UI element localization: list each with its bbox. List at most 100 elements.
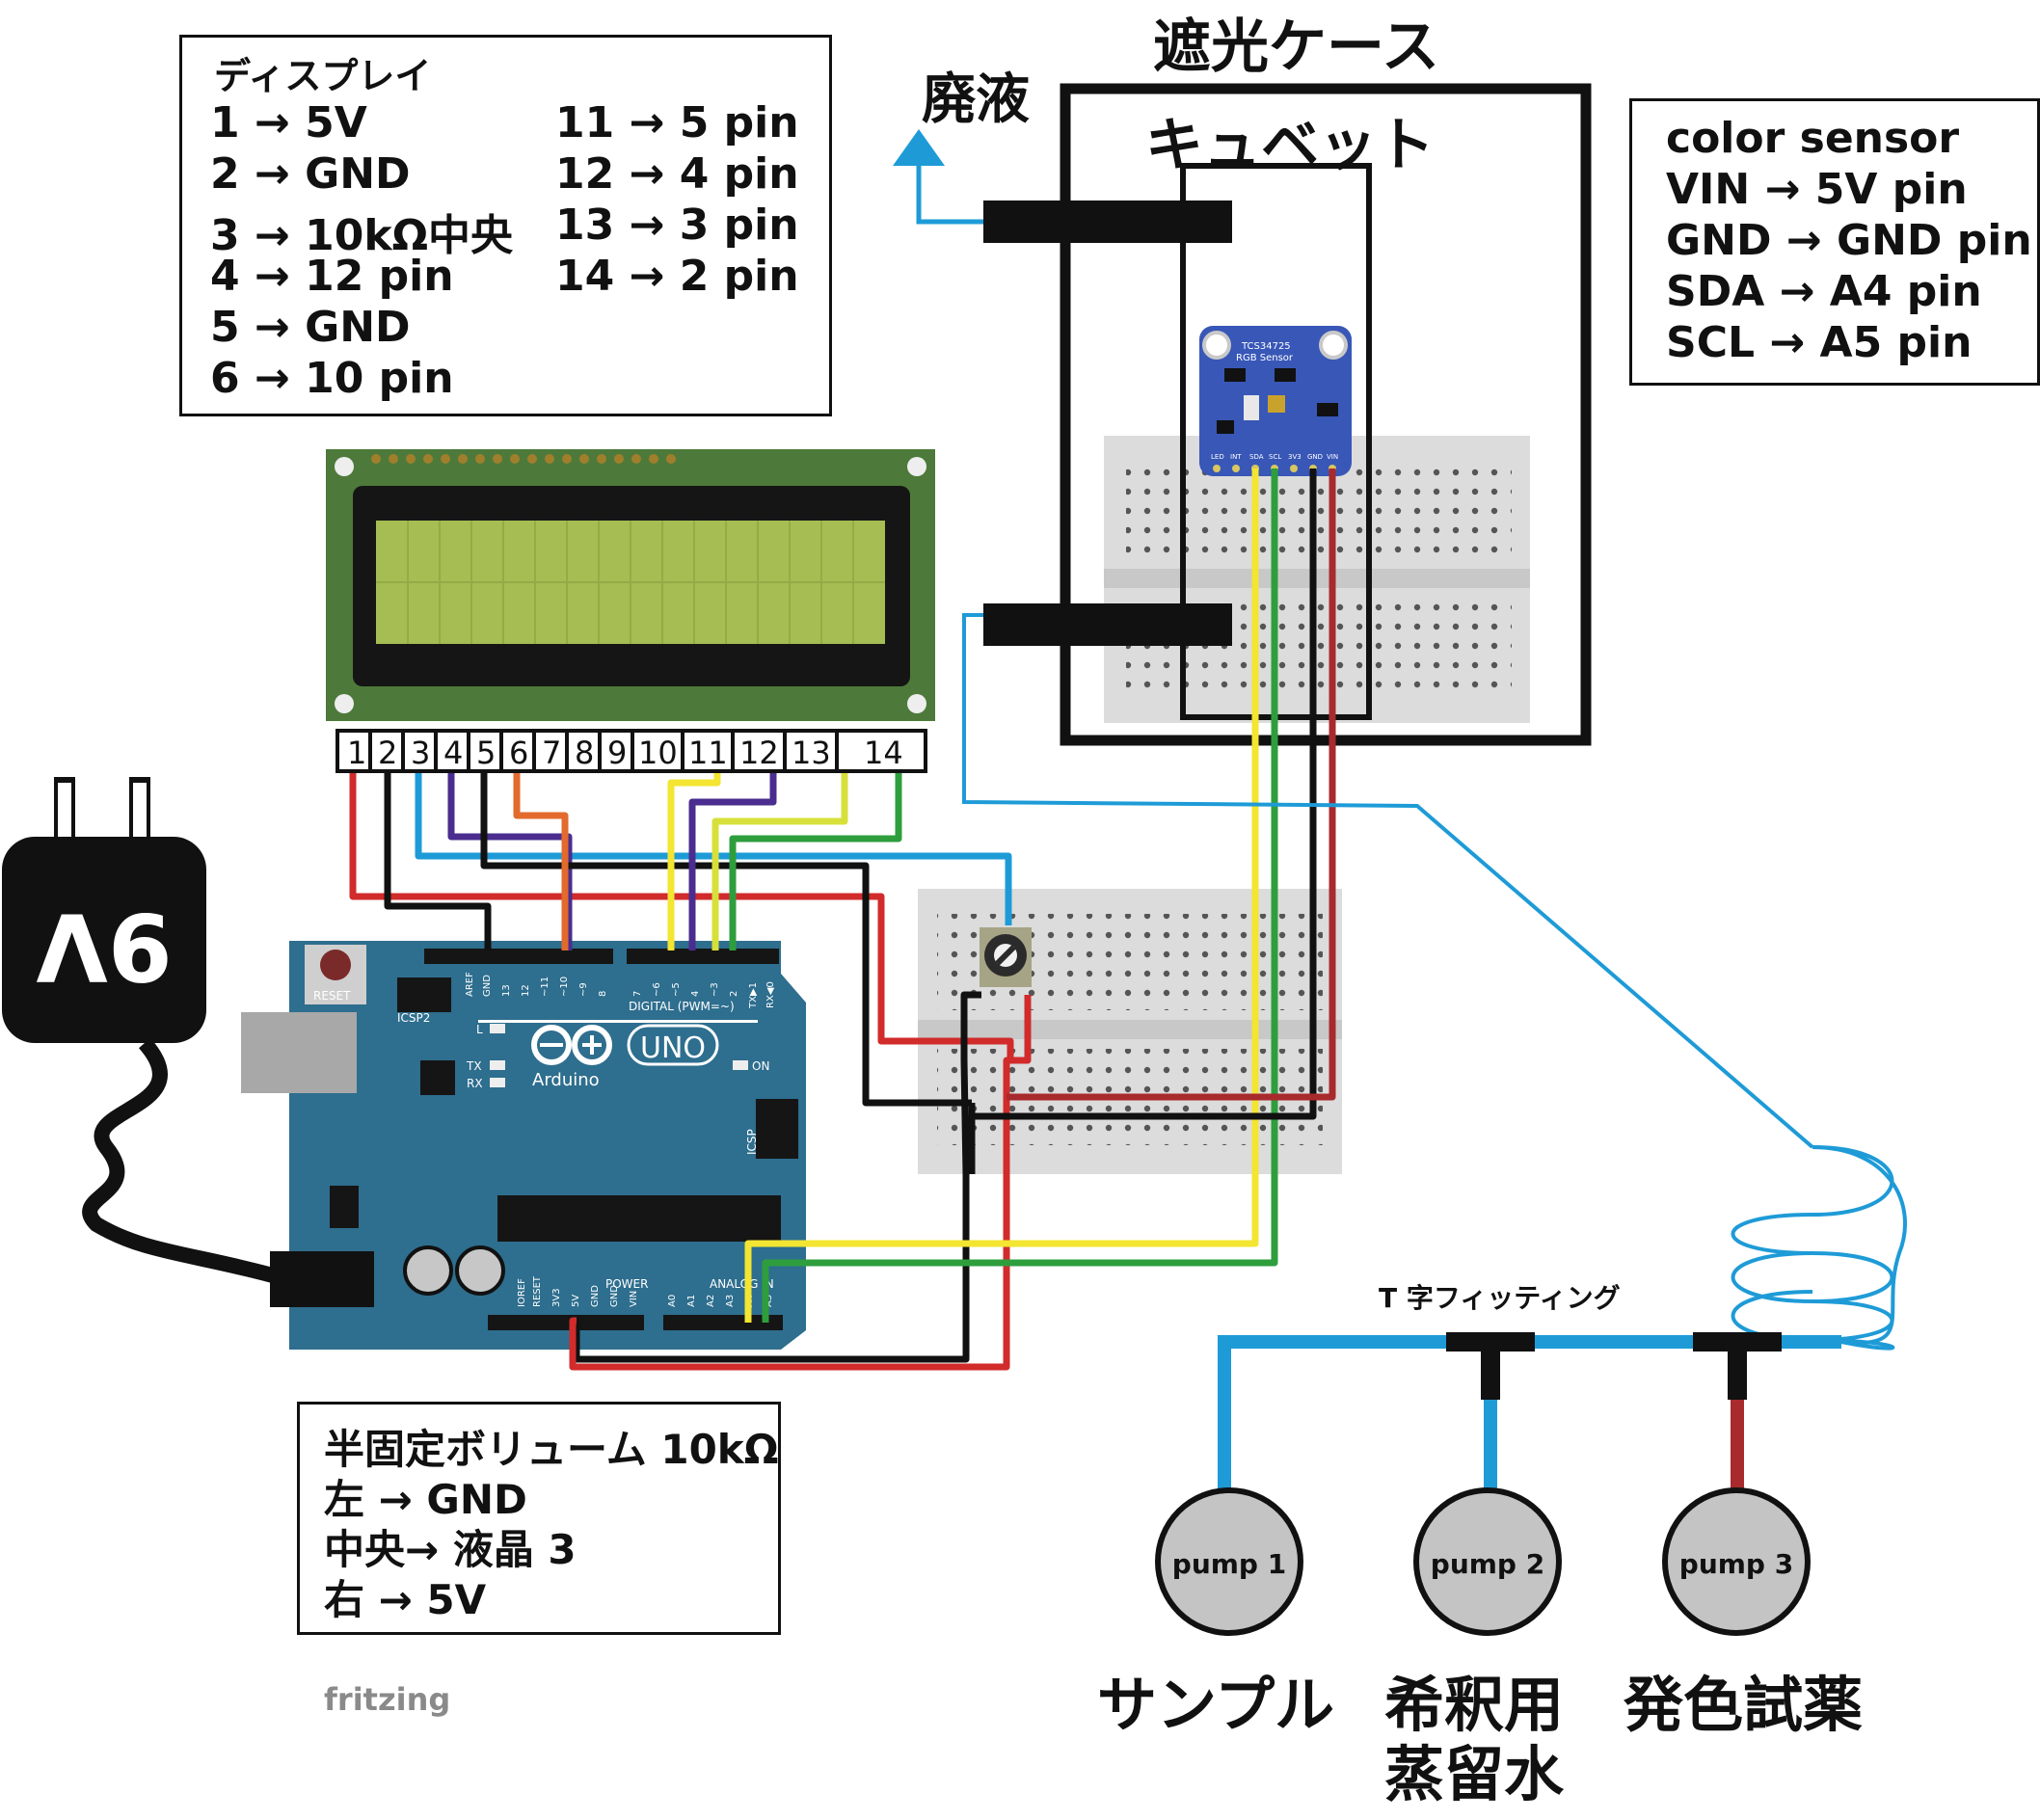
svg-text:A2: A2 [706,1295,716,1307]
potentiometer [980,927,1032,987]
waste-label: 廃液 [922,68,1030,131]
lcd-pin-number: 1 [347,735,366,771]
arduino-rx-label: RX [467,1077,483,1090]
svg-text:AREF: AREF [465,972,475,997]
pump-1: pump 1 [1155,1487,1303,1636]
power-adapter: 9V [2,777,282,1285]
svg-text:~5: ~5 [671,982,682,997]
wire-black-pot-gnd [573,991,981,1363]
sensor-pin: VIN [1327,453,1338,461]
pot-line: 半固定ボリューム 10kΩ [324,1426,779,1473]
wire-green-lcd14 [729,773,902,950]
lcd-pin-line: 1 → 5V [210,98,367,147]
svg-text:2: 2 [729,991,739,997]
lcd-pin-number: 2 [378,735,397,771]
lcd-pin-number: 14 [864,735,903,771]
sensor-pin-box [1629,98,2040,386]
svg-text:~6: ~6 [652,982,662,997]
lcd-pin-number: 10 [638,735,678,771]
svg-text:7: 7 [632,991,643,997]
case-breadboard [1104,436,1530,723]
t-fitting-label: T 字フィッティング [1379,1282,1621,1314]
wire-black-lcd2 [384,773,492,950]
sensor-pin: INT [1230,453,1242,461]
lcd-pin-line: 3 → 10kΩ中央 [210,211,514,260]
arduino-icsp2-label: ICSP2 [397,1011,430,1025]
case-label: 遮光ケース [1153,13,1439,81]
svg-text:5V: 5V [571,1295,581,1307]
wire-black-lcd5 [480,773,972,1107]
wire-yellowgreen-lcd13 [711,773,848,950]
pump2-name: 希釈用 [1384,1670,1565,1740]
svg-text:8: 8 [598,991,608,997]
power-9v-label: 9V [36,893,172,1001]
sensor-model: TCS34725 [1241,341,1291,352]
svg-text:A0: A0 [667,1295,678,1307]
fritzing-logo: fritzing [324,1681,451,1718]
arduino-reset-label: RESET [313,989,351,1003]
arduino-top-pin-labels: AREF GND 13 12 ~11 ~10 ~9 8 7 ~6 ~5 4 ~3… [465,972,776,1009]
pot-line: 右 → 5V [324,1576,487,1623]
lcd-pin-number: 12 [739,735,779,771]
lcd-module [326,449,935,721]
svg-text:~3: ~3 [710,982,720,997]
wire-darkred-sensor-vin [1007,468,1336,1101]
lcd-pin-line: 13 → 3 pin [555,201,799,250]
svg-text:~11: ~11 [540,977,550,997]
arduino-led-l: L [476,1023,483,1036]
pump-3: pump 3 [1662,1487,1811,1636]
tube-top [983,201,1232,243]
arduino-on-label: ON [752,1059,769,1073]
lcd-pin-header: 1 2 3 4 5 6 7 8 9 10 11 12 13 14 [336,729,927,773]
arduino-tx-label: TX [466,1059,482,1073]
svg-text:12: 12 [521,984,531,997]
arduino-logo-icon [531,1025,612,1065]
lcd-pin-line: 12 → 4 pin [555,149,799,199]
svg-text:3V3: 3V3 [551,1288,562,1307]
svg-text:A1: A1 [686,1295,697,1307]
wire-purple-lcd12 [688,773,777,950]
pump2-name2: 蒸留水 [1384,1739,1565,1809]
lcd-pin-number: 6 [509,735,528,771]
arduino-power-label: POWER [605,1277,648,1291]
wire-red-pot-5v [569,995,1032,1371]
sensor-pin: GND [1307,453,1323,461]
svg-text:RESET: RESET [532,1275,543,1307]
arduino-uno: RESET ICSP2 ICSP AREF GND 13 12 ~11 ~10 … [241,941,806,1350]
svg-text:GND: GND [609,1285,620,1307]
lcd-pin-line: 2 → GND [210,149,411,199]
svg-text:TX▶1: TX▶1 [748,982,759,1009]
svg-text:13: 13 [501,984,512,997]
wire-orange-lcd6 [513,773,569,950]
t-fitting-1 [1446,1332,1535,1400]
t-fitting-2 [1693,1332,1782,1400]
wire-green-scl [762,468,1278,1323]
potentiometer-box [297,1402,781,1635]
sensor-pin: LED [1211,453,1224,461]
svg-text:GND: GND [590,1285,601,1307]
tube-coil-tail [1812,1145,1907,1345]
lcd-pin-number: 13 [792,735,831,771]
arduino-icsp-label: ICSP [745,1129,759,1155]
lcd-pin-number: 8 [575,735,594,771]
svg-text:GND: GND [482,975,493,997]
arduino-brand: Arduino [532,1070,600,1090]
waste-arrow-icon [893,129,945,166]
arduino-analog-label: ANALOG IN [710,1277,774,1291]
svg-text:~9: ~9 [578,982,589,997]
sensor-pin-line: color sensor [1666,114,1960,163]
lcd-pin-line: 14 → 2 pin [555,252,799,301]
sensor-pin: 3V3 [1288,453,1302,461]
sensor-pin-line: VIN → 5V pin [1666,165,1968,214]
pot-line: 中央→ 液晶 3 [324,1526,577,1573]
svg-text:VIN: VIN [629,1291,639,1307]
lcd-pin-line: 6 → 10 pin [210,354,454,403]
pump-2: pump 2 [1413,1487,1562,1636]
sensor-pin-line: GND → GND pin [1666,216,2032,265]
sensor-pin: SCL [1269,453,1281,461]
lcd-pin-line: 5 → GND [210,303,411,352]
sensor-name: RGB Sensor [1236,353,1294,363]
waste-line [916,154,983,225]
lcd-box-title: ディスプレイ [214,55,432,97]
lcd-pin-number: 11 [688,735,728,771]
